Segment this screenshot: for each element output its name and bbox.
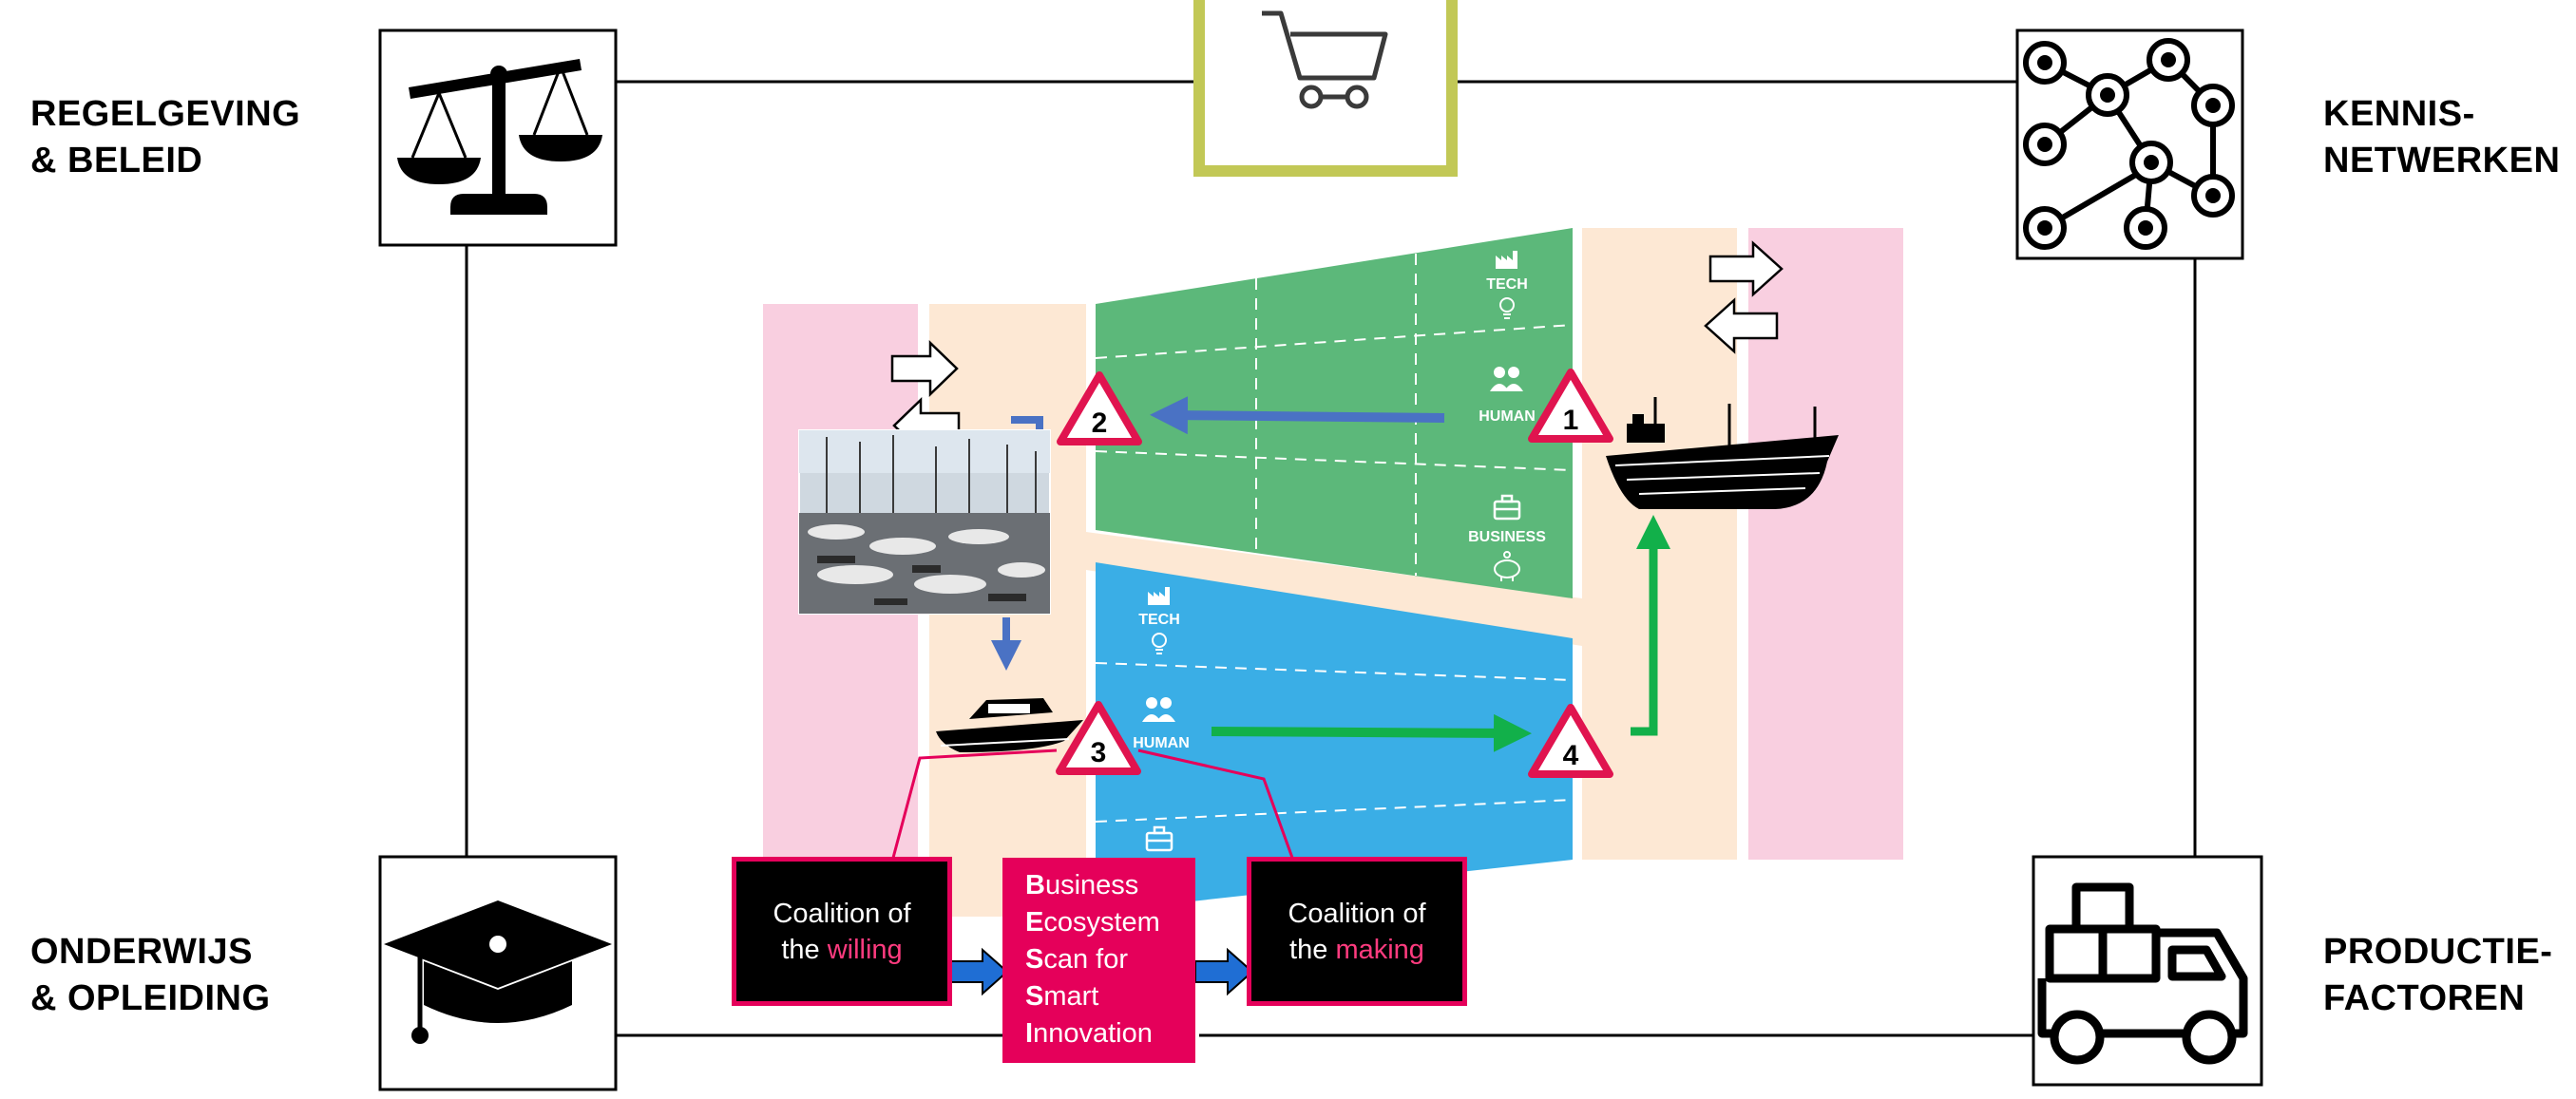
green-business-label: BUSINESS (1468, 529, 1546, 545)
flow-arrow-1 (949, 947, 1009, 996)
svg-text:2: 2 (1092, 407, 1108, 439)
briefcase-icon (1493, 494, 1521, 521)
blue-field (1095, 562, 1574, 912)
coalition-making-line1: Coalition of (1288, 898, 1426, 929)
beige-gap (1086, 532, 1582, 646)
marker-2: 2 (1057, 371, 1142, 445)
network-icon (2023, 38, 2235, 250)
scales-box (378, 28, 618, 247)
green-business-group: BUSINESS (1468, 494, 1546, 581)
arrow-3-to-4 (1211, 713, 1532, 752)
coalition-making-the: the (1289, 934, 1328, 965)
blue-tech-label: TECH (1138, 612, 1180, 628)
arrow-1-to-2 (1150, 396, 1445, 435)
svg-text:4: 4 (1563, 740, 1579, 771)
network-box (2015, 28, 2244, 260)
motorboat-icon (936, 698, 1083, 752)
arrow-4-to-ship (1631, 515, 1670, 736)
cart-box (1193, 0, 1458, 177)
bessi-row-2: Ecosystem (1025, 907, 1160, 938)
factory-icon (1148, 587, 1170, 605)
flow-arrow-2 (1194, 947, 1254, 996)
label-productie-line1: PRODUCTIE- (2323, 932, 2553, 972)
green-tech-group: TECH (1486, 251, 1528, 319)
svg-text:3: 3 (1091, 737, 1107, 768)
label-kennis-line2: NETWERKEN (2323, 141, 2561, 180)
green-human-label: HUMAN (1479, 408, 1536, 425)
graduation-cap-icon (384, 900, 612, 1044)
lightbulb-icon (1499, 297, 1515, 319)
bessi-row-5: Innovation (1025, 1018, 1153, 1049)
piggy-bank-icon (1494, 551, 1520, 581)
label-kennis-line1: KENNIS- (2323, 94, 2475, 134)
label-regelgeving: REGELGEVING & BELEID (30, 91, 300, 184)
marker-3: 3 (1056, 701, 1141, 775)
blue-tech-group: TECH (1138, 587, 1180, 654)
factory-icon (1496, 251, 1517, 269)
arrow-into-harbor (1011, 416, 1043, 429)
harbor-photo (798, 429, 1051, 615)
people-icon (1490, 367, 1523, 391)
bessi-row-4: Smart (1025, 981, 1099, 1012)
label-onderwijs-line2: & OPLEIDING (30, 978, 271, 1018)
graduation-box (378, 855, 618, 1091)
label-onderwijs-line1: ONDERWIJS (30, 932, 253, 972)
marker-1: 1 (1528, 369, 1613, 443)
bessi-row-1: Business (1025, 870, 1139, 900)
marker-4: 4 (1528, 704, 1613, 778)
bessi-box: Business Ecosystem Scan for Smart Innova… (1002, 858, 1195, 1063)
truck-box (2032, 855, 2263, 1087)
coalition-making-line2: the making (1251, 932, 1462, 968)
cargo-ship-icon (1606, 397, 1839, 509)
coalition-making-box: Coalition of the making (1247, 857, 1467, 1006)
connector-lines (891, 748, 1294, 859)
exchange-arrows-right (1704, 240, 1784, 354)
bessi-row-3: Scan for (1025, 944, 1129, 975)
svg-text:1: 1 (1563, 405, 1579, 436)
coalition-making-highlight: making (1335, 934, 1424, 965)
coalition-willing-line2: the willing (736, 932, 947, 968)
frame-lines (465, 80, 2197, 1037)
coalition-willing-line1: Coalition of (773, 898, 911, 929)
coalition-willing-the: the (781, 934, 820, 965)
label-productiefactoren: PRODUCTIE- FACTOREN (2323, 929, 2552, 1022)
blue-briefcase-icon (1145, 825, 1174, 852)
truck-icon (2037, 882, 2248, 1065)
shopping-cart-icon (1262, 10, 1388, 109)
coalition-willing-box: Coalition of the willing (732, 857, 952, 1006)
people-icon (1142, 697, 1175, 722)
label-kennisnetwerken: KENNIS- NETWERKEN (2323, 91, 2560, 184)
blue-human-group: HUMAN (1133, 697, 1190, 751)
green-human-group: HUMAN (1479, 367, 1536, 425)
label-onderwijs: ONDERWIJS & OPLEIDING (30, 929, 271, 1022)
label-productie-line2: FACTOREN (2323, 978, 2526, 1018)
lightbulb-icon (1152, 633, 1167, 654)
label-regelgeving-line2: & BELEID (30, 141, 203, 180)
scales-icon (397, 59, 602, 215)
blue-human-label: HUMAN (1133, 735, 1190, 751)
coalition-willing-highlight: willing (827, 934, 903, 965)
label-regelgeving-line1: REGELGEVING (30, 94, 301, 134)
green-tech-label: TECH (1486, 276, 1528, 293)
